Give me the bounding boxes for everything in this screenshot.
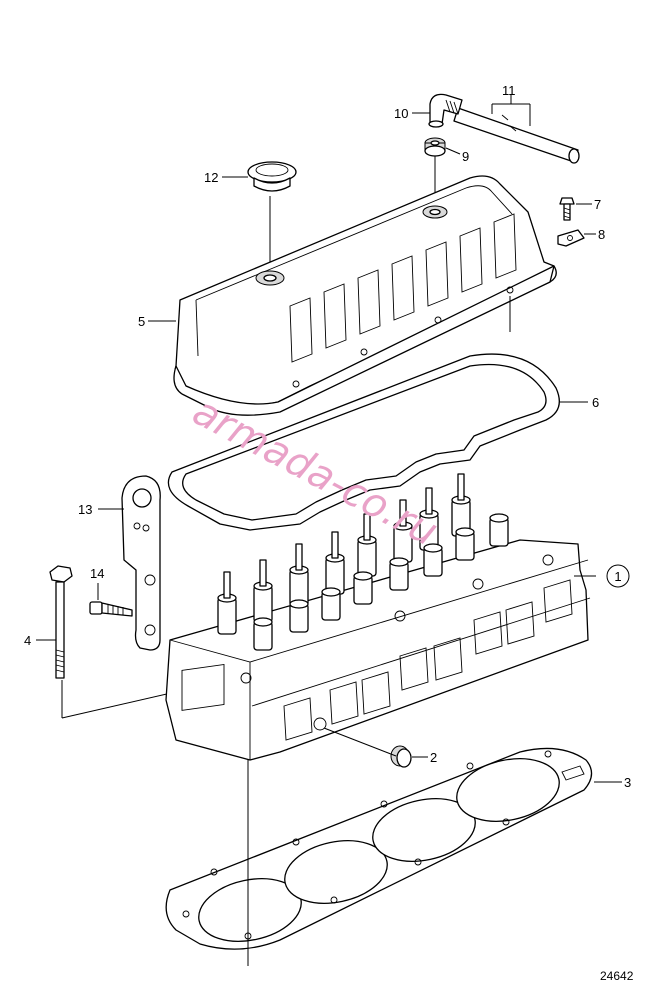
clip-part bbox=[557, 229, 585, 247]
elbow-nipple-part bbox=[428, 93, 463, 128]
callout-12: 12 bbox=[204, 170, 218, 185]
callout-6: 6 bbox=[592, 395, 599, 410]
hose-part bbox=[453, 94, 580, 164]
callout-7: 7 bbox=[594, 197, 601, 212]
flange-screw-part bbox=[89, 601, 133, 617]
callout-13: 13 bbox=[78, 502, 92, 517]
callout-2: 2 bbox=[430, 750, 437, 765]
callout-14: 14 bbox=[90, 566, 104, 581]
head-bolt-part bbox=[49, 565, 73, 679]
callout-10: 10 bbox=[394, 106, 408, 121]
callout-8: 8 bbox=[598, 227, 605, 242]
cylinder-head-part bbox=[165, 539, 591, 761]
oil-filler-cap-part bbox=[247, 161, 297, 192]
valve-cover-gasket-part bbox=[167, 353, 560, 531]
port-outlines bbox=[181, 579, 573, 741]
screw-part bbox=[559, 197, 575, 221]
callout-labels: 1 2 3 4 5 6 7 8 9 10 11 12 13 14 bbox=[24, 83, 631, 790]
callout-4: 4 bbox=[24, 633, 31, 648]
callout-5: 5 bbox=[138, 314, 145, 329]
callout-9: 9 bbox=[462, 149, 469, 164]
plug-part bbox=[390, 745, 412, 768]
valve-cover-part bbox=[173, 175, 557, 416]
reference-number: 24642 bbox=[600, 969, 634, 983]
callout-3: 3 bbox=[624, 775, 631, 790]
head-gasket-part bbox=[165, 747, 593, 950]
leader-lines bbox=[36, 112, 622, 783]
lifting-eye-part bbox=[121, 475, 161, 651]
grommet-part bbox=[424, 137, 446, 157]
callout-1: 1 bbox=[614, 569, 621, 584]
callout-11: 11 bbox=[502, 83, 516, 98]
rocker-studs bbox=[217, 473, 509, 651]
callout-1-circle bbox=[606, 564, 630, 588]
